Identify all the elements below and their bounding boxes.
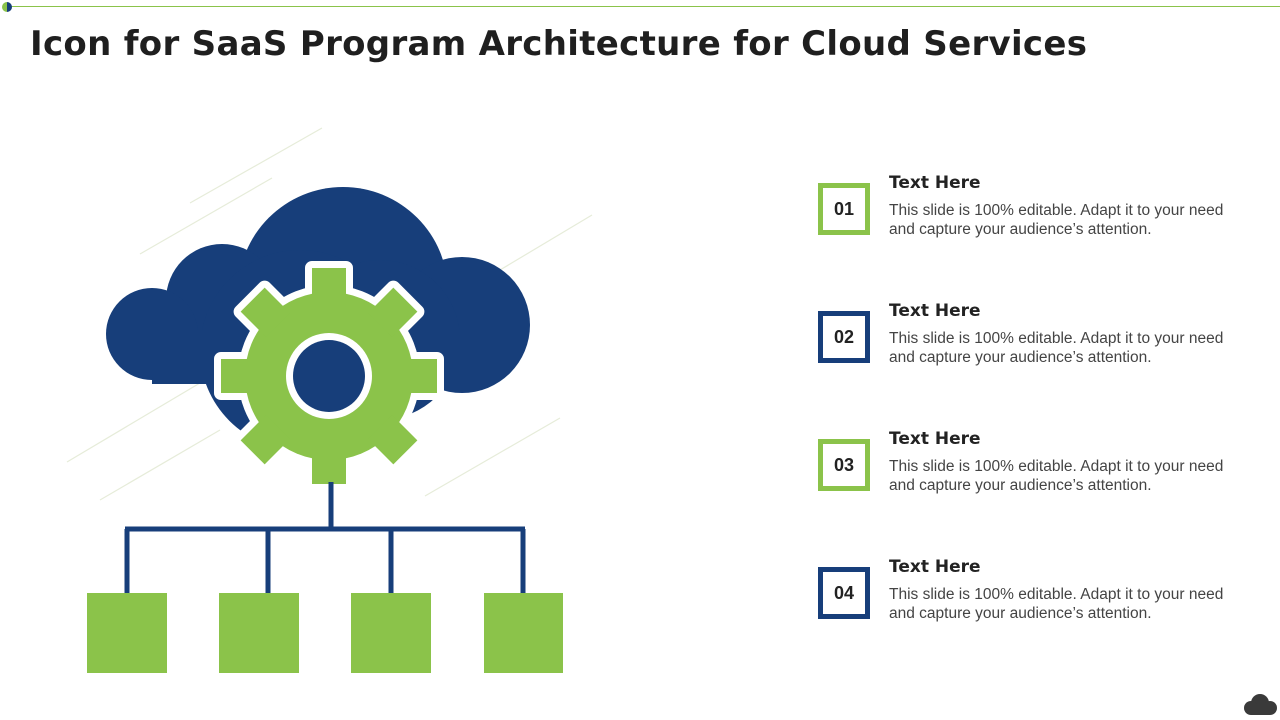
item-title: Text Here — [889, 429, 981, 449]
node-square-3 — [351, 593, 431, 673]
item-description: This slide is 100% editable. Adapt it to… — [889, 586, 1224, 622]
list-item-01: 01 Text Here This slide is 100% editable… — [818, 173, 1258, 263]
number-badge: 02 — [818, 311, 870, 363]
gear-icon — [214, 261, 444, 491]
item-description: This slide is 100% editable. Adapt it to… — [889, 330, 1224, 366]
number-badge: 04 — [818, 567, 870, 619]
item-title: Text Here — [889, 557, 981, 577]
cloud-icon — [1244, 694, 1277, 715]
list-item-04: 04 Text Here This slide is 100% editable… — [818, 557, 1258, 647]
node-square-4 — [484, 593, 563, 673]
decorative-lines — [66, 127, 593, 501]
list-item-02: 02 Text Here This slide is 100% editable… — [818, 301, 1258, 391]
node-square-2 — [219, 593, 299, 673]
top-divider-line — [10, 6, 1280, 7]
number-badge: 01 — [818, 183, 870, 235]
number-badge: 03 — [818, 439, 870, 491]
item-title: Text Here — [889, 173, 981, 193]
hierarchy-connector — [124, 482, 526, 594]
cloud-architecture-illustration — [66, 127, 593, 673]
item-description: This slide is 100% editable. Adapt it to… — [889, 202, 1224, 238]
slide-title: Icon for SaaS Program Architecture for C… — [30, 24, 1088, 64]
top-dot-icon — [2, 2, 12, 12]
item-title: Text Here — [889, 301, 981, 321]
list-item-03: 03 Text Here This slide is 100% editable… — [818, 429, 1258, 519]
node-square-1 — [87, 593, 167, 673]
item-description: This slide is 100% editable. Adapt it to… — [889, 458, 1224, 494]
